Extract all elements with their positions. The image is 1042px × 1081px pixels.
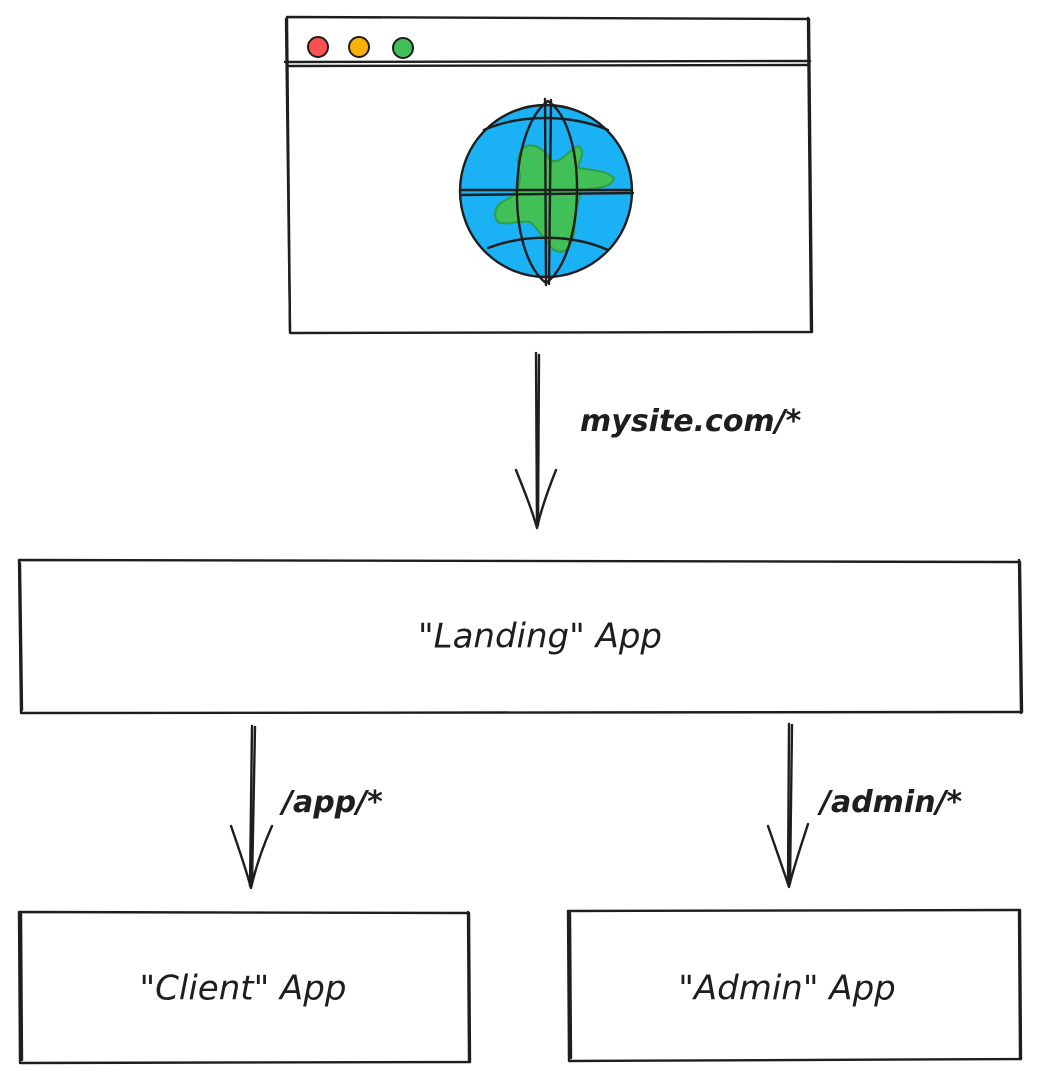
edge-label-admin: /admin/*	[817, 785, 963, 820]
client-app-label: "Client" App	[140, 969, 347, 1009]
window-maximize-dot	[392, 37, 414, 59]
globe-meridian-2	[543, 97, 553, 287]
edge-label-app: /app/*	[279, 785, 383, 820]
browser-window	[283, 15, 814, 335]
client-app-node	[17, 910, 472, 1065]
globe-icon	[458, 97, 635, 287]
arrow-landing-to-client	[229, 724, 274, 890]
arrow-browser-to-landing	[514, 351, 558, 530]
edge-label-mysite: mysite.com/*	[580, 404, 802, 439]
window-close-dot	[307, 36, 329, 58]
landing-app-label: "Landing" App	[418, 617, 662, 657]
window-minimize-dot	[348, 36, 370, 58]
browser-frame-edge	[284, 16, 813, 333]
globe-latitude-bottom	[486, 236, 610, 252]
globe-land	[494, 144, 616, 253]
arrow-landing-to-admin	[766, 722, 810, 889]
landing-app-node	[17, 558, 1024, 715]
admin-app-label: "Admin" App	[678, 969, 895, 1009]
globe-equator	[458, 188, 635, 197]
admin-app-node	[566, 908, 1023, 1063]
browser-titlebar-divider	[283, 59, 812, 68]
globe-latitude-top	[482, 116, 610, 132]
